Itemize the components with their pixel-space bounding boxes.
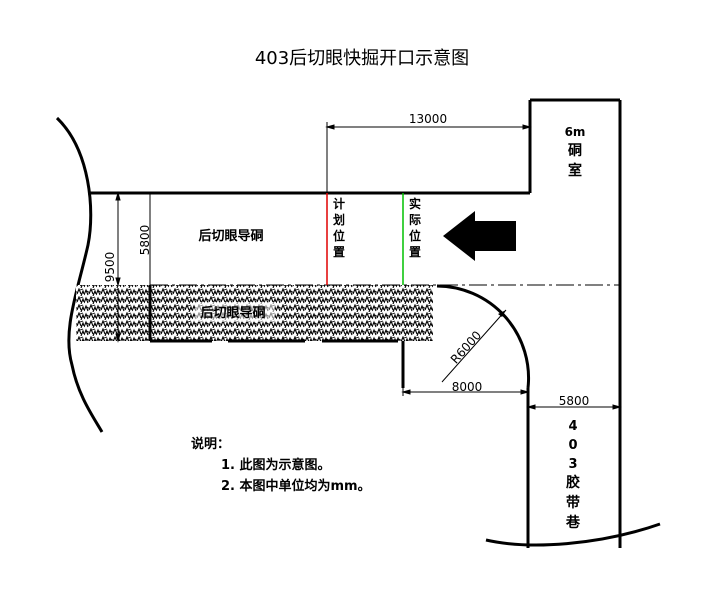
actual-label-char: 际: [409, 213, 421, 227]
planned-label-char: 位: [333, 228, 345, 243]
dimension-label-13000: 13000: [409, 112, 447, 126]
notes-heading: 说明：: [191, 436, 230, 452]
diagram-title: 403后切眼快掘开口示意图: [255, 48, 469, 69]
upper-drift-label: 后切眼导硐: [198, 228, 263, 244]
lower-drift-label: 后切眼导硐: [200, 305, 265, 321]
roadway-label-char: 3: [568, 457, 577, 472]
dimension-8000: [401, 388, 530, 396]
roadway-label-char: 带: [566, 495, 580, 511]
radius-dimension-line: [441, 309, 507, 383]
chamber-name-char-1: 硐: [568, 143, 582, 159]
planned-label-char: 计: [333, 196, 345, 211]
chamber-name-char-2: 室: [568, 162, 582, 179]
dimension-label-9500: 9500: [103, 252, 117, 283]
actual-label-char: 置: [409, 245, 421, 259]
dimension-5800-horizontal: [526, 404, 622, 410]
actual-label-char: 实: [409, 196, 421, 211]
dimension-5800-vertical: [115, 191, 121, 287]
roadway-label-char: 巷: [565, 514, 581, 531]
chamber-size-label: 6m: [565, 125, 586, 139]
bottom-boundary-curve: [485, 522, 661, 547]
curve-arc: [436, 284, 531, 389]
lower-drift-label-bg: [195, 302, 275, 322]
dimension-9500: [115, 288, 121, 343]
dimension-label-5800-horizontal: 5800: [559, 394, 590, 408]
notes-item-2: 2. 本图中单位均为mm。: [221, 478, 371, 494]
roadway-outline: [88, 98, 622, 548]
left-boundary-curve: [55, 116, 104, 433]
advance-direction-arrow: [443, 211, 516, 261]
lower-drift-outline: [148, 285, 405, 388]
planned-label-char: 置: [333, 245, 345, 259]
notes-item-1: 1. 此图为示意图。: [221, 457, 331, 473]
roadway-label-char: 0: [568, 438, 577, 453]
dimension-label-5800-vertical: 5800: [138, 225, 152, 256]
dimension-label-radius: R6000: [448, 328, 484, 366]
dimension-13000: [325, 122, 532, 193]
radius-arrowhead: [498, 310, 506, 317]
roadway-label-char: 4: [568, 419, 577, 434]
actual-label-char: 位: [409, 228, 421, 243]
dimension-label-8000: 8000: [452, 380, 483, 394]
roadway-label-char: 胶: [566, 474, 580, 491]
planned-label-char: 划: [333, 212, 345, 227]
